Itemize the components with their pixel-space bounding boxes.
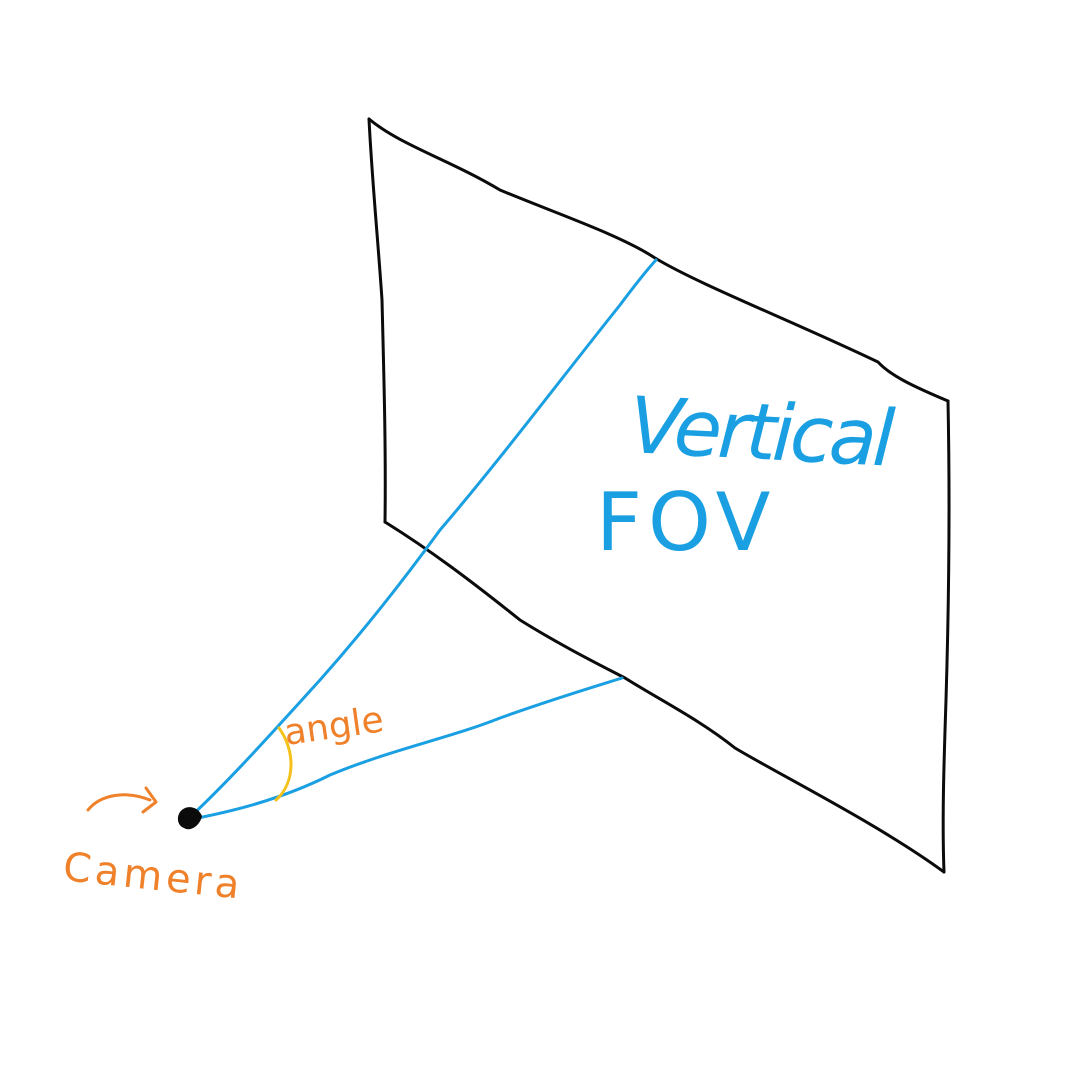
curved-arrow-icon [86, 793, 152, 812]
camera-dot-icon [177, 807, 202, 830]
plane-right-edge [941, 399, 951, 874]
arrow-head [141, 786, 158, 814]
angle-marker: angle [274, 699, 387, 802]
upper-ray [185, 258, 658, 822]
fov-label-line2: FOV [596, 476, 776, 569]
camera-label: Camera [61, 844, 246, 909]
plane-left-edge [367, 117, 387, 524]
lower-ray [185, 676, 624, 822]
frustum-rays [185, 258, 658, 822]
camera-annotation: Camera [61, 786, 246, 909]
plane-top-edge [367, 117, 950, 403]
angle-arc [274, 726, 293, 802]
image-plane [367, 117, 951, 874]
fov-label: Vertical FOV [596, 381, 897, 569]
fov-label-line1: Vertical [627, 381, 897, 485]
plane-bottom-edge [383, 520, 946, 874]
angle-label: angle [282, 699, 387, 754]
camera [177, 807, 202, 830]
